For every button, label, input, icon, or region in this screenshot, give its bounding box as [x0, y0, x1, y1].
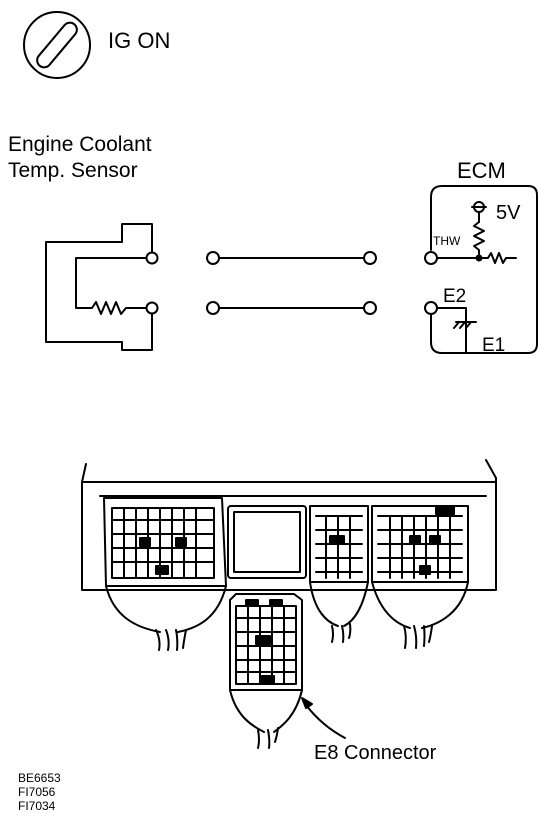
- e2-terminal-label: E2: [443, 286, 467, 307]
- ecm-box: [424, 185, 538, 354]
- thw-terminal-label: THW: [433, 234, 461, 248]
- e1-terminal-label: E1: [482, 335, 506, 356]
- ignition-key-icon: [23, 11, 91, 79]
- ecm-unit-illustration: [81, 459, 497, 651]
- ecm-title: ECM: [457, 158, 506, 183]
- sensor-label-line1: Engine Coolant: [8, 133, 152, 156]
- figure-code: FI7034: [18, 799, 56, 813]
- figure-code: FI7056: [18, 785, 56, 799]
- figure-code: BE6653: [18, 771, 61, 785]
- connector-label: E8 Connector: [314, 742, 437, 764]
- supply-voltage-label: 5V: [496, 202, 521, 224]
- e8-connector-illustration: [229, 593, 346, 749]
- coolant-sensor-symbol: [45, 223, 159, 351]
- wire-harness: [206, 251, 377, 315]
- sensor-label-line2: Temp. Sensor: [8, 159, 138, 182]
- ignition-label: IG ON: [108, 28, 171, 53]
